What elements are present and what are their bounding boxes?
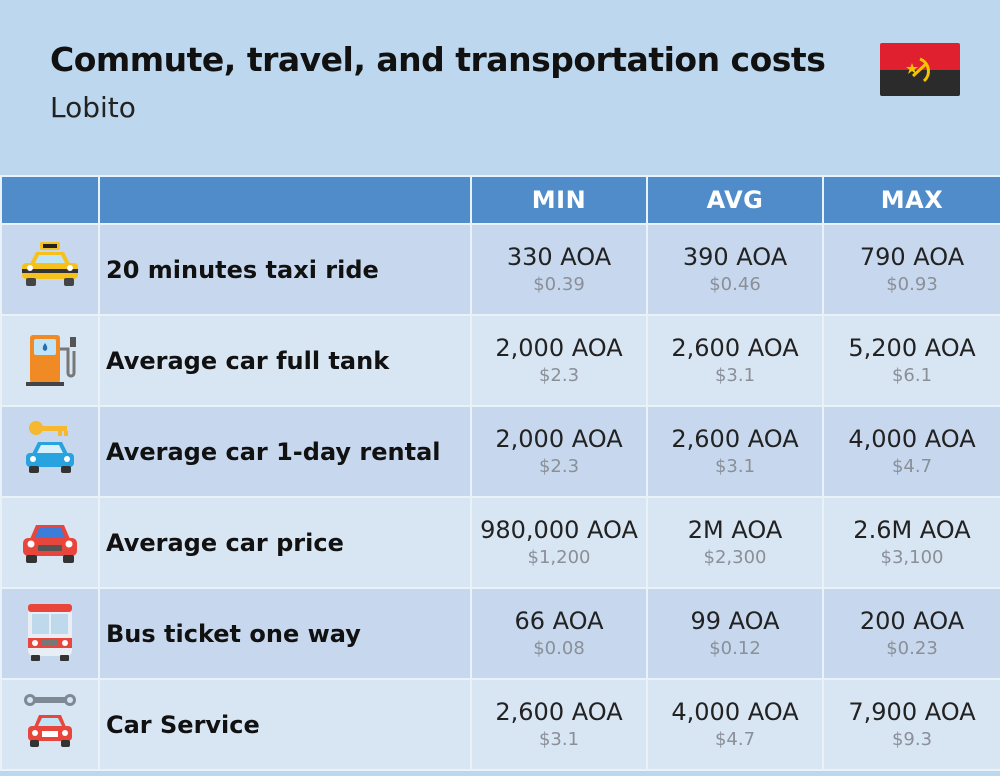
avg-cell: 99 AOA$0.12 [646,587,824,680]
min-value: 2,000 AOA [495,333,623,362]
table-row: 20 minutes taxi ride 330 AOA$0.39 390 AO… [0,223,1000,316]
max-value: 7,900 AOA [848,697,976,726]
header-max: MAX [822,175,1000,225]
max-cell: 4,000 AOA$4.7 [822,405,1000,498]
wrench-car-icon [24,693,76,747]
max-usd: $3,100 [880,546,944,568]
header-avg: AVG [646,175,824,225]
max-value: 5,200 AOA [848,333,976,362]
max-value: 2.6M AOA [853,515,971,544]
min-usd: $2.3 [538,455,580,477]
max-value: 790 AOA [859,242,965,271]
max-cell: 2.6M AOA$3,100 [822,496,1000,589]
avg-cell: 390 AOA$0.46 [646,223,824,316]
avg-value: 4,000 AOA [671,697,799,726]
min-usd: $2.3 [538,364,580,386]
row-label: 20 minutes taxi ride [98,223,472,316]
min-value: 2,600 AOA [495,697,623,726]
max-cell: 5,200 AOA$6.1 [822,314,1000,407]
min-value: 330 AOA [506,242,612,271]
avg-usd: $3.1 [714,455,756,477]
max-cell: 7,900 AOA$9.3 [822,678,1000,771]
avg-value: 2,600 AOA [671,333,799,362]
avg-cell: 2,600 AOA$3.1 [646,405,824,498]
max-usd: $9.3 [891,728,933,750]
avg-cell: 2M AOA$2,300 [646,496,824,589]
avg-value: 99 AOA [690,606,780,635]
header-label-col [98,175,472,225]
max-value: 200 AOA [859,606,965,635]
max-cell: 790 AOA$0.93 [822,223,1000,316]
table-row: Bus ticket one way 66 AOA$0.08 99 AOA$0.… [0,587,1000,680]
table-row: Average car full tank 2,000 AOA$2.3 2,60… [0,314,1000,407]
min-cell: 2,000 AOA$2.3 [470,314,648,407]
cost-table: MIN AVG MAX [0,175,1000,771]
row-label: Average car price [98,496,472,589]
avg-value: 390 AOA [682,242,788,271]
min-cell: 2,000 AOA$2.3 [470,405,648,498]
table-row: Average car price 980,000 AOA$1,200 2M A… [0,496,1000,589]
fuel-pump-icon [26,334,76,386]
avg-value: 2M AOA [687,515,783,544]
max-value: 4,000 AOA [848,424,976,453]
row-label: Bus ticket one way [98,587,472,680]
min-value: 2,000 AOA [495,424,623,453]
header-icon-col [0,175,100,225]
max-usd: $6.1 [891,364,933,386]
page-title: Commute, travel, and transportation cost… [50,40,826,79]
page-subtitle: Lobito [50,91,136,124]
min-cell: 2,600 AOA$3.1 [470,678,648,771]
avg-usd: $4.7 [714,728,756,750]
avg-usd: $0.46 [709,273,761,295]
avg-usd: $0.12 [709,637,761,659]
bus-icon [28,603,72,661]
row-label: Car Service [98,678,472,771]
row-label: Average car 1-day rental [98,405,472,498]
max-usd: $0.23 [886,637,938,659]
avg-usd: $3.1 [714,364,756,386]
min-usd: $1,200 [527,546,591,568]
table-row: Car Service 2,600 AOA$3.1 4,000 AOA$4.7 … [0,678,1000,771]
row-label: Average car full tank [98,314,472,407]
avg-cell: 2,600 AOA$3.1 [646,314,824,407]
avg-usd: $2,300 [703,546,767,568]
min-value: 66 AOA [514,606,604,635]
min-cell: 330 AOA$0.39 [470,223,648,316]
min-cell: 66 AOA$0.08 [470,587,648,680]
avg-cell: 4,000 AOA$4.7 [646,678,824,771]
min-cell: 980,000 AOA$1,200 [470,496,648,589]
table-header-row: MIN AVG MAX [0,175,1000,225]
car-icon [23,524,77,563]
angola-flag-icon [880,43,960,96]
header: Commute, travel, and transportation cost… [0,0,1000,174]
car-key-icon [26,420,74,473]
max-usd: $4.7 [891,455,933,477]
table-row: Average car 1-day rental 2,000 AOA$2.3 2… [0,405,1000,498]
max-usd: $0.93 [886,273,938,295]
taxi-icon [22,241,78,286]
min-usd: $0.39 [533,273,585,295]
header-min: MIN [470,175,648,225]
min-usd: $0.08 [533,637,585,659]
min-usd: $3.1 [538,728,580,750]
max-cell: 200 AOA$0.23 [822,587,1000,680]
min-value: 980,000 AOA [480,515,638,544]
avg-value: 2,600 AOA [671,424,799,453]
